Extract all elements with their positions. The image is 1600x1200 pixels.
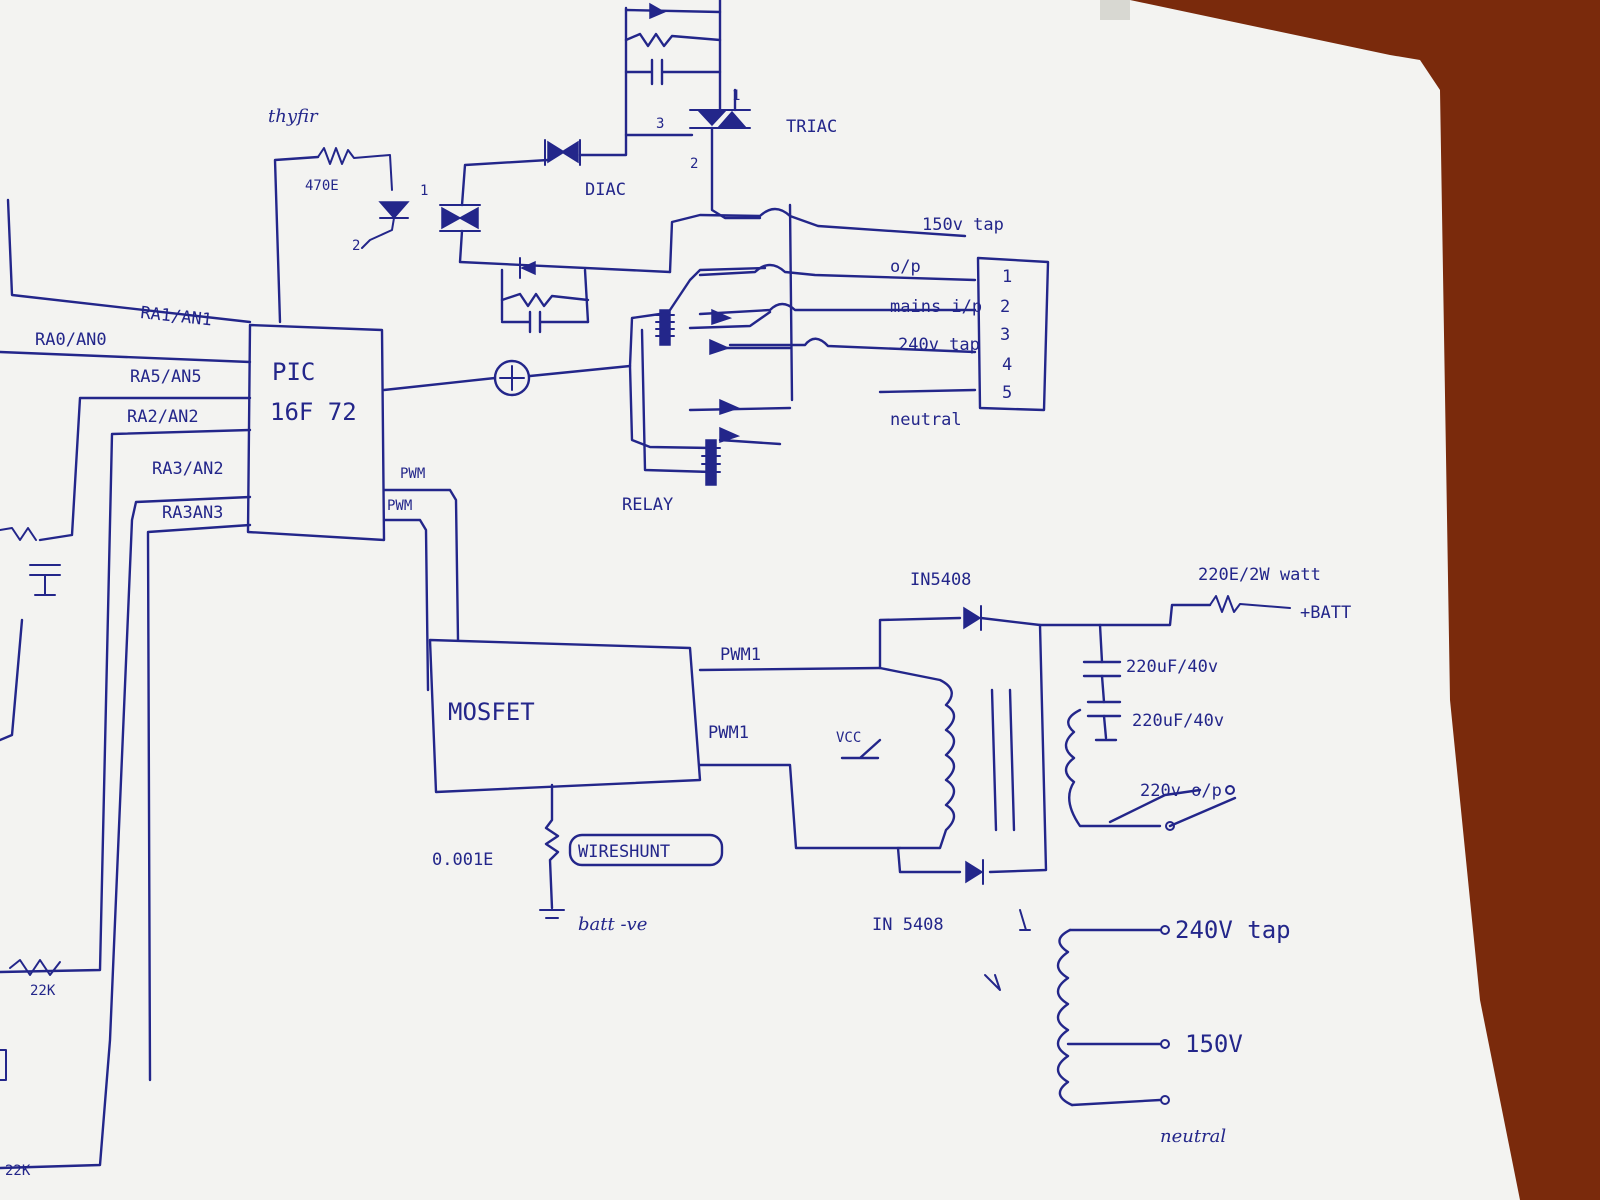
- cap1-label: 220uF/40v: [1126, 657, 1218, 677]
- pic-microcontroller: PIC 16F 72: [246, 323, 386, 542]
- r-thyristor-value: 470E: [305, 178, 339, 194]
- pin-pwm-2: PWM: [387, 498, 412, 514]
- triac-pin-1: 1: [732, 88, 740, 104]
- r-22k-b-label: 22K: [5, 1163, 31, 1179]
- label-150v-tap: 150v tap: [922, 215, 1004, 235]
- mosfet-pwm1-bot: PWM1: [708, 723, 749, 743]
- pin-ra3-an2: RA3/AN2: [152, 459, 224, 479]
- out-220-label: 220v o/p: [1140, 781, 1222, 801]
- diode-rc-under-opto: [500, 257, 590, 334]
- label-op: o/p: [890, 257, 921, 277]
- tap-transformer: 240V tap 150V neutral: [984, 916, 1291, 1147]
- pic-pin-labels: RA1/AN1 RA0/AN0 RA5/AN5 RA2/AN2 RA3/AN2 …: [35, 303, 425, 523]
- triac-label: TRIAC: [786, 117, 837, 137]
- conn-pin-1: 1: [1002, 267, 1012, 287]
- relay-driver-transistor: [493, 359, 531, 397]
- vcc-label: VCC: [836, 730, 861, 746]
- wireshunt-label: WIRESHUNT: [578, 842, 670, 862]
- conn-pin-5: 5: [1002, 383, 1012, 403]
- connector-feeder-labels: 150v tap o/p mains i/p 240v tap neutral: [890, 215, 1004, 430]
- shunt-resistor: 0.001E WIRESHUNT batt -ve: [432, 783, 724, 935]
- thyristor-section: thyfir 470E 1 2: [268, 106, 672, 324]
- label-mains-ip: mains i/p: [890, 297, 982, 317]
- batt-neg-label: batt -ve: [578, 914, 647, 935]
- pin-ra2-an2: RA2/AN2: [127, 407, 199, 427]
- paper-shadow: [1100, 0, 1130, 20]
- tap-neutral-label: neutral: [1160, 1126, 1226, 1147]
- conn-pin-4: 4: [1002, 355, 1012, 375]
- connector-feeders: [668, 207, 977, 394]
- pin-pwm-1: PWM: [400, 466, 425, 482]
- tap-150v-label: 150V: [1185, 1030, 1243, 1058]
- shunt-value: 0.001E: [432, 850, 493, 870]
- conn-pin-2: 2: [1000, 297, 1010, 317]
- diac: DIAC: [544, 6, 628, 200]
- pin-ra0-an0: RA0/AN0: [35, 330, 107, 350]
- wireshunt-box: [568, 833, 724, 867]
- battery-output: 220E/2W watt +BATT 220uF/40v 220uF/40v: [1038, 565, 1351, 742]
- batt-pos-label: +BATT: [1300, 603, 1351, 623]
- diode-bottom-label: IN 5408: [872, 915, 944, 935]
- label-neutral: neutral: [890, 410, 962, 430]
- triac-pin-3: 3: [656, 116, 664, 132]
- thyristor-pin-1: 1: [420, 183, 428, 199]
- r-batt-label: 220E/2W watt: [1198, 565, 1321, 585]
- mosfet-label: MOSFET: [448, 698, 535, 726]
- left-edge-wiring: [0, 198, 252, 1170]
- diode-top-label: IN5408: [910, 570, 971, 590]
- triac: 3 2 1 TRIAC: [624, 88, 837, 220]
- thyristor-label: thyfir: [268, 106, 319, 127]
- pic-label-2: 16F 72: [270, 398, 357, 426]
- label-240v-tap: 240v tap: [898, 335, 980, 355]
- transformer-rectifier: IN5408 IN 5408 VCC: [836, 570, 1048, 935]
- tap-240v-label: 240V tap: [1175, 916, 1291, 944]
- cap2-label: 220uF/40v: [1132, 711, 1224, 731]
- connector-5pin: 1 2 3 4 5: [976, 256, 1050, 412]
- snubber-network: [624, 0, 722, 112]
- conn-pin-3: 3: [1000, 325, 1010, 345]
- triac-pin-2: 2: [690, 156, 698, 172]
- pic-label-1: PIC: [272, 358, 315, 386]
- relay-label: RELAY: [622, 495, 673, 515]
- output-coil: 220v o/p: [1064, 708, 1237, 831]
- mosfet-pwm1-top: PWM1: [720, 645, 761, 665]
- pin-ra3-an3: RA3AN3: [162, 503, 223, 523]
- pin-ra5-an5: RA5/AN5: [130, 367, 202, 387]
- thyristor-pin-2: 2: [352, 238, 360, 254]
- diac-label: DIAC: [585, 180, 626, 200]
- mosfet-block: MOSFET PWM1 PWM1: [428, 638, 902, 850]
- r-22k-a-label: 22K: [30, 983, 56, 999]
- pwm-to-mosfet-wiring: [382, 488, 460, 692]
- paper-sheet: [0, 0, 1520, 1200]
